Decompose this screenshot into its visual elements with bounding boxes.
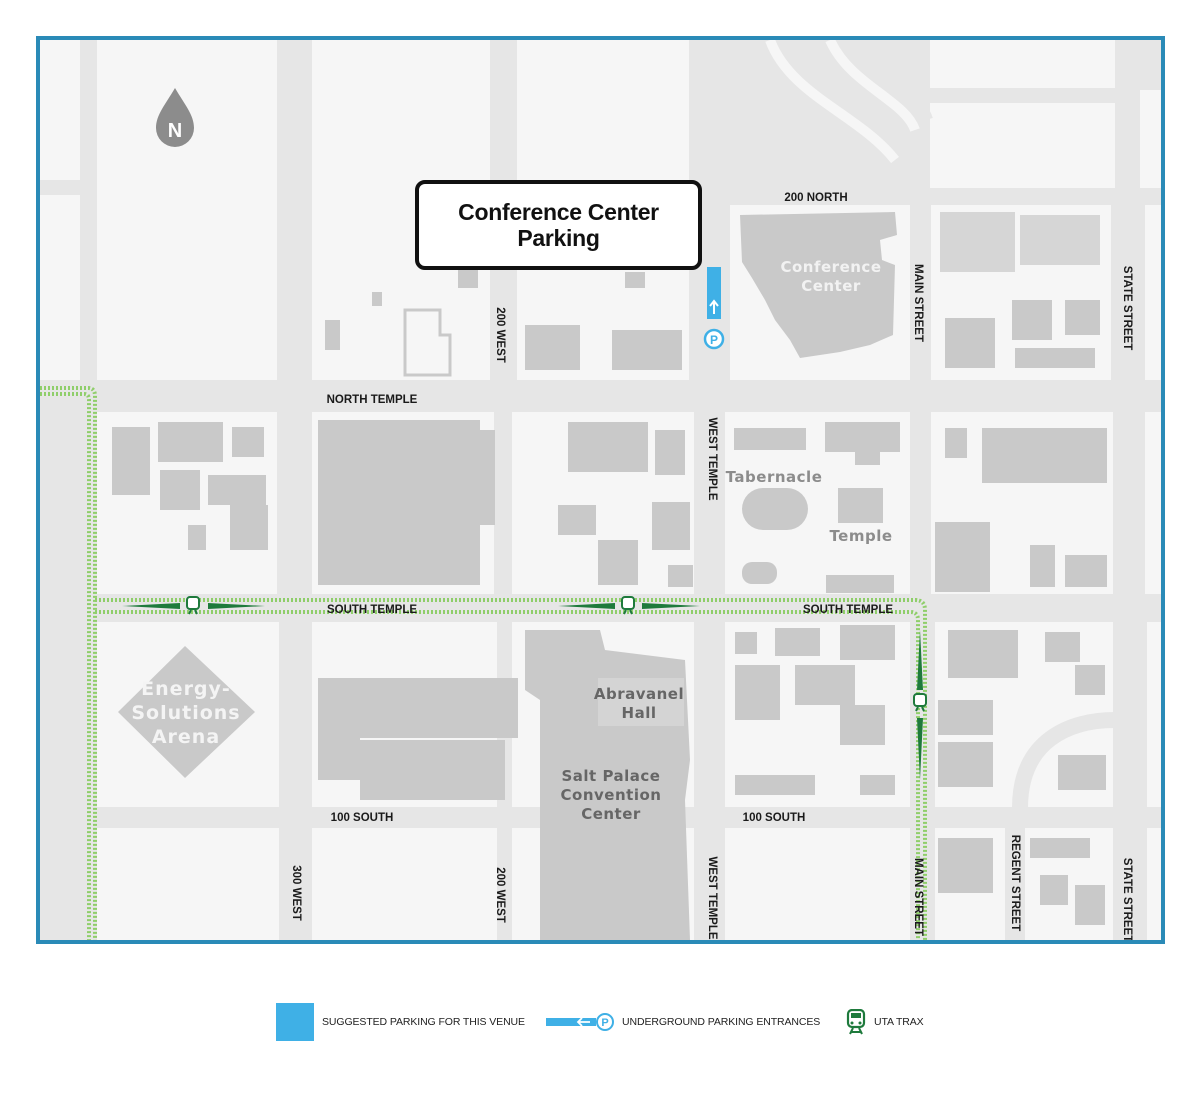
parking-p-icon (703, 328, 725, 350)
label-salt-palace-2: Convention (561, 786, 662, 804)
label-conference-center-2: Center (801, 277, 861, 295)
parking-symbol-text: P (710, 333, 718, 347)
street-state-north: STATE STREET (1121, 266, 1133, 351)
legend-item-trax: UTA TRAX (846, 1002, 924, 1042)
street-200-north: 200 NORTH (784, 192, 847, 204)
buildings (112, 212, 1107, 940)
label-temple: Temple (829, 527, 892, 545)
label-arena-2: Solutions (131, 702, 240, 724)
street-south-temple-east: SOUTH TEMPLE (803, 604, 893, 616)
map[interactable]: P N 200 NORTH NORTH TEMPLE SOUTH TEMPLE … (36, 36, 1165, 944)
label-abravanel-1: Abravanel (594, 685, 684, 703)
label-tabernacle: Tabernacle (726, 468, 823, 486)
street-main-south: MAIN STREET (912, 858, 924, 936)
street-300-west: 300 WEST (290, 865, 302, 921)
street-west-temple-south: WEST TEMPLE (706, 856, 718, 939)
entrance-arrow-icon: P (546, 1013, 614, 1031)
diagonal-blocks (765, 40, 920, 164)
legend-item-suggested-parking: SUGGESTED PARKING FOR THIS VENUE (276, 1002, 525, 1042)
svg-text:P: P (601, 1017, 608, 1029)
label-salt-palace-1: Salt Palace (561, 767, 660, 785)
street-main-north: MAIN STREET (912, 264, 924, 342)
large-block-building (318, 420, 480, 585)
legend-label-underground-entrances: UNDERGROUND PARKING ENTRANCES (622, 1016, 821, 1028)
train-icon (186, 596, 200, 615)
legend-item-underground-entrances: P UNDERGROUND PARKING ENTRANCES (546, 1002, 820, 1042)
street-regent: REGENT STREET (1009, 835, 1021, 931)
train-icon (913, 693, 927, 712)
label-abravanel-2: Hall (622, 704, 657, 722)
street-200-west-north: 200 WEST (494, 307, 506, 363)
salt-palace-building (525, 630, 690, 940)
diagonal-roads (732, 40, 933, 181)
street-100-south-west: 100 SOUTH (331, 812, 394, 824)
arena-building (118, 646, 255, 778)
north-pin-icon (156, 88, 194, 147)
label-arena-1: Energy- (141, 678, 231, 700)
trax-line (40, 386, 927, 940)
tabernacle-building (742, 488, 808, 530)
street-west-temple-north: WEST TEMPLE (706, 417, 718, 500)
suggested-parking-swatch (276, 1003, 314, 1041)
train-icon (621, 596, 635, 615)
north-label: N (168, 120, 182, 142)
map-title-line2: Parking (517, 225, 600, 251)
street-200-west-south: 200 WEST (494, 867, 506, 923)
trax-platforms (122, 603, 923, 780)
street-north-temple: NORTH TEMPLE (327, 394, 418, 406)
legend: SUGGESTED PARKING FOR THIS VENUE P UNDER… (276, 1002, 976, 1042)
map-title-line1: Conference Center (458, 199, 659, 225)
curved-road (1012, 712, 1116, 809)
street-state-south: STATE STREET (1121, 858, 1133, 940)
train-icon (846, 1009, 866, 1035)
legend-label-trax: UTA TRAX (874, 1016, 924, 1028)
map-title-box: Conference Center Parking (415, 180, 702, 270)
label-salt-palace-3: Center (581, 805, 641, 823)
abravanel-hall-building (598, 678, 684, 726)
label-arena-3: Arena (152, 726, 220, 748)
street-100-south-east: 100 SOUTH (743, 812, 806, 824)
street-south-temple-west: SOUTH TEMPLE (327, 604, 417, 616)
legend-label-suggested-parking: SUGGESTED PARKING FOR THIS VENUE (322, 1016, 525, 1028)
conference-center-building (740, 212, 897, 358)
entrance-arrow-icon (709, 299, 719, 314)
label-conference-center-1: Conference (780, 258, 881, 276)
